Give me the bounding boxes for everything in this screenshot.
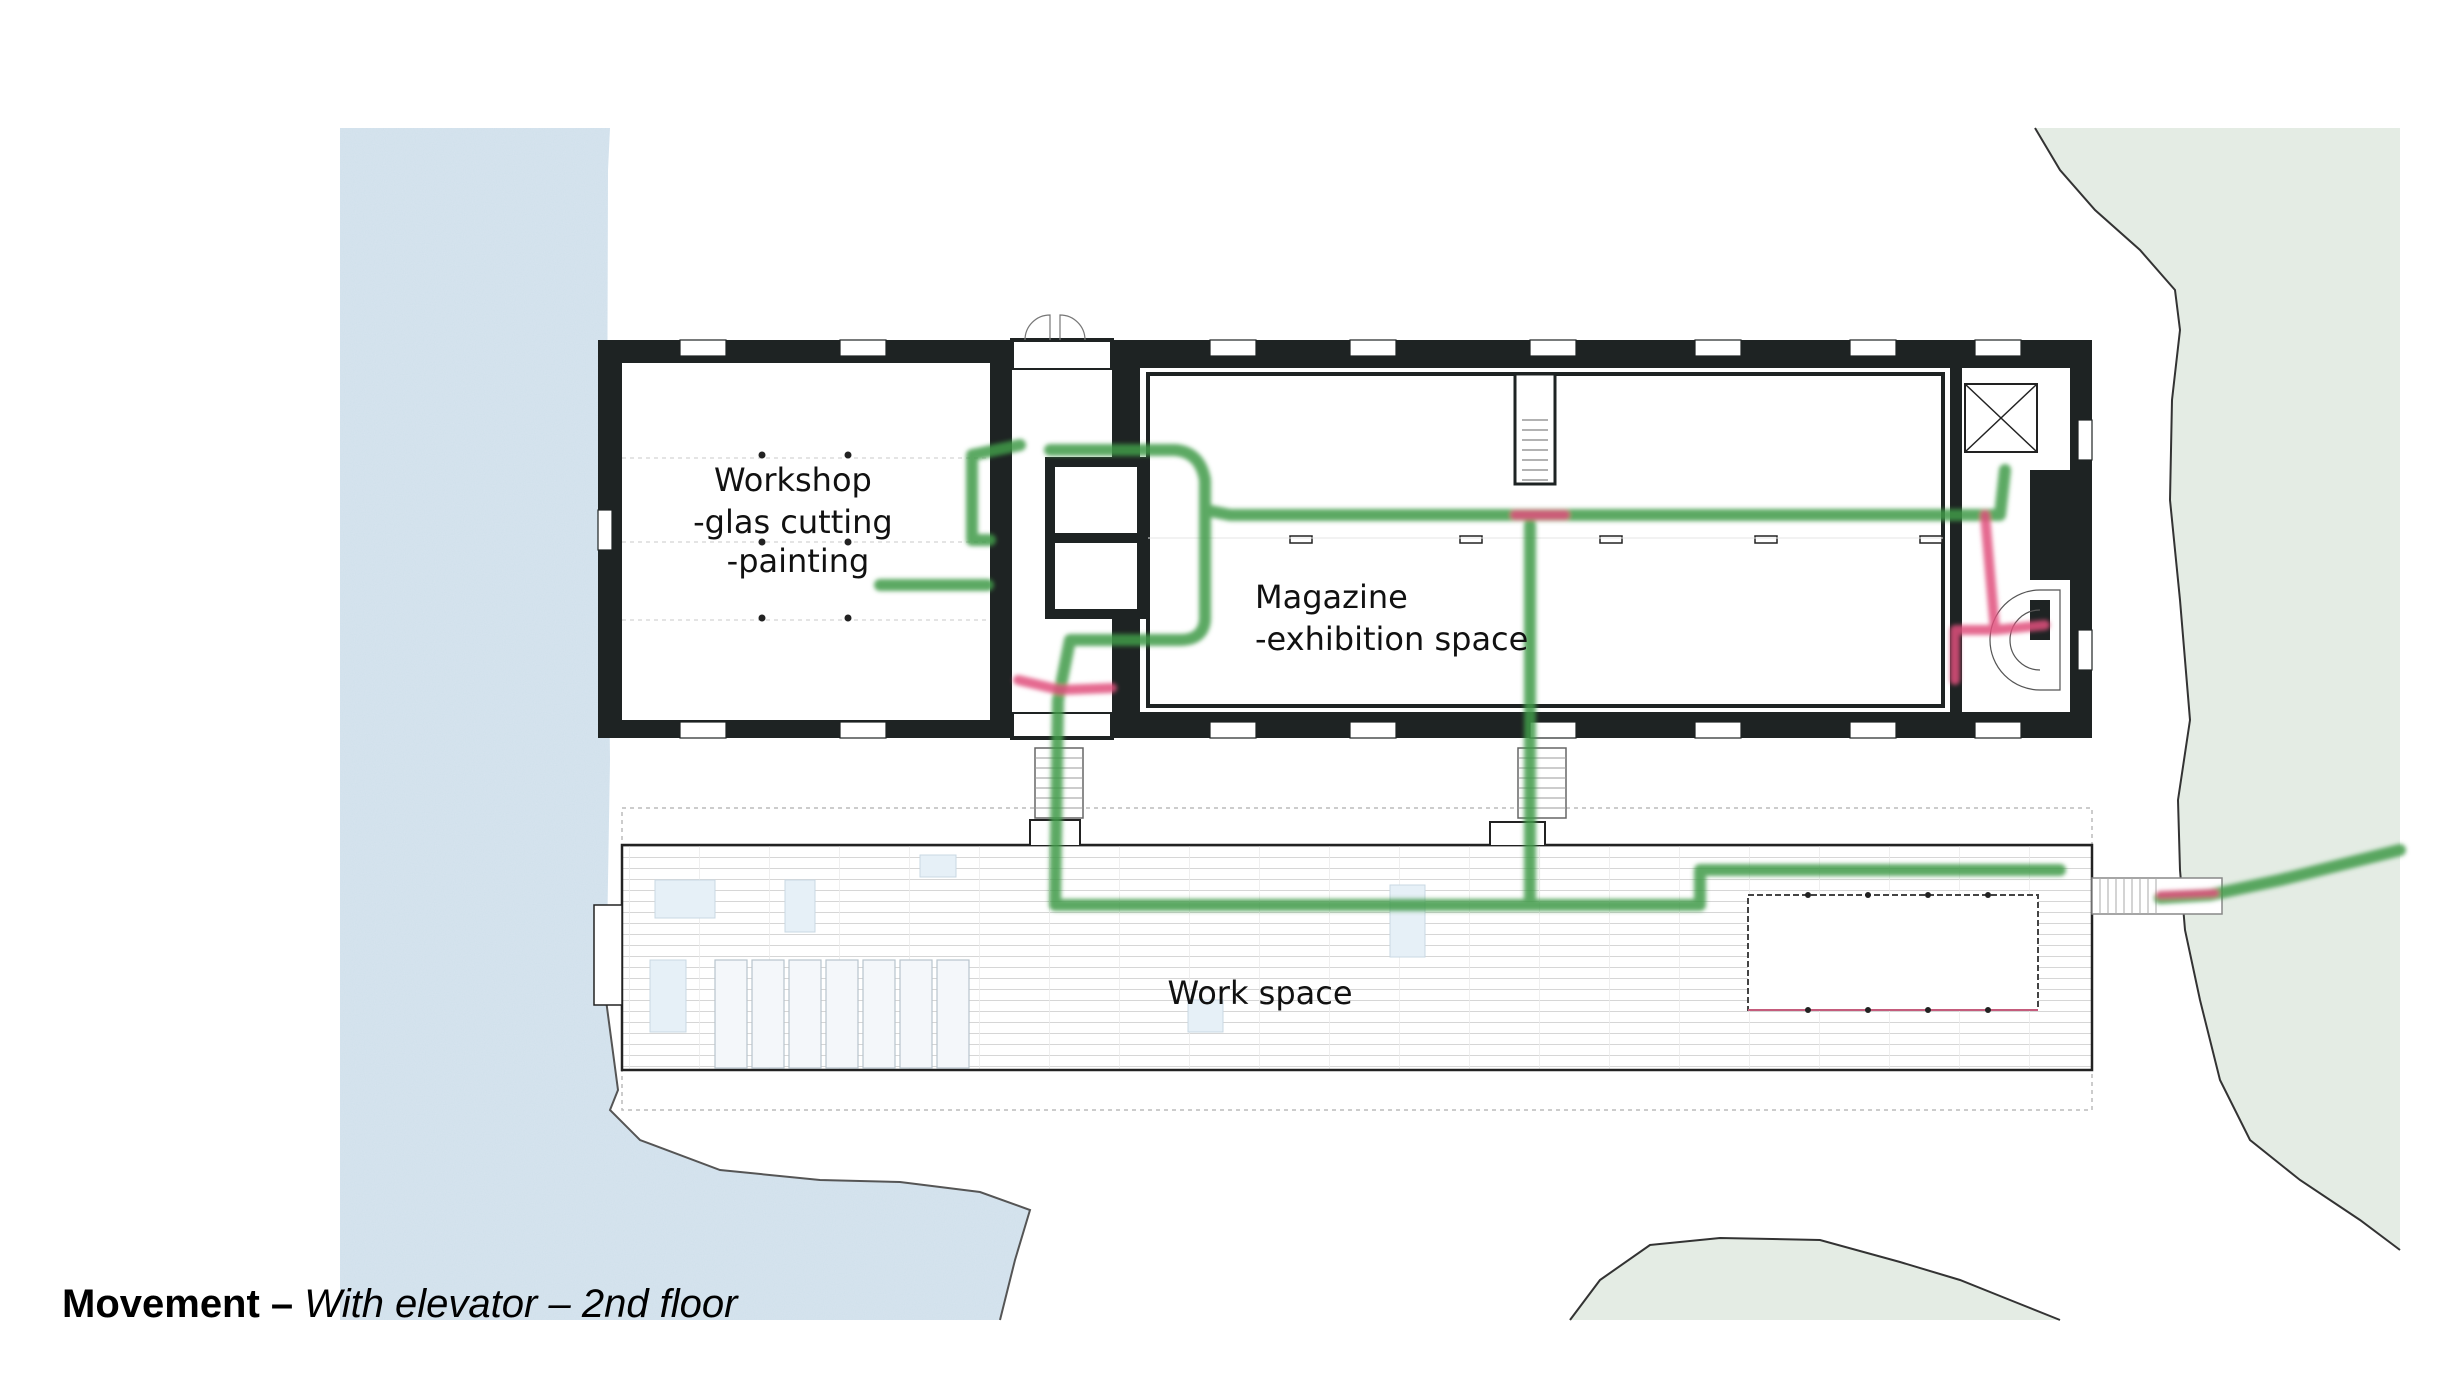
land-edge-bottom [1569, 1236, 2061, 1321]
table [649, 959, 687, 1033]
elevator-core [1045, 457, 1147, 619]
plan-caption: Movement – With elevator – 2nd floor [62, 1282, 738, 1327]
path-pink-1 [1510, 510, 2050, 685]
table [1389, 884, 1426, 958]
workbench-row [714, 959, 970, 1069]
land-edge-right [2034, 127, 2401, 1251]
movement-paths [874, 439, 2406, 911]
magazine-divider [1513, 372, 1557, 486]
table [1187, 999, 1224, 1033]
path-pink-2 [1013, 675, 1117, 695]
table [919, 854, 957, 878]
deck-notch-mid [1489, 821, 1546, 845]
magazine-label: Magazine -exhibition space [1255, 578, 1528, 658]
greenhouse-frame [1747, 892, 2039, 1013]
land-area-right [2035, 128, 2400, 1250]
path-pink-3 [2156, 889, 2219, 899]
workshop-grid [622, 457, 990, 621]
workshop-label: Workshop -glas cutting -painting [693, 461, 903, 580]
land-area-bottom [1570, 1238, 2060, 1320]
east-wall-inner-2 [2030, 600, 2050, 640]
shore-line [605, 999, 1032, 1321]
stair-hall-wall-top [1010, 338, 1114, 372]
bridge-steps [2099, 878, 2157, 914]
elevator-shaft-icon [1964, 383, 2038, 453]
east-wall-inner [2030, 470, 2070, 580]
caption-title: Movement – [62, 1282, 294, 1326]
workshop-columns [758, 451, 852, 622]
water-texture [340, 128, 1030, 1320]
magazine-columns [1289, 535, 1943, 544]
path-green [874, 439, 2406, 911]
work-space-label: Work space [1167, 974, 1352, 1012]
door-top [1024, 314, 1086, 341]
table [784, 879, 816, 933]
window-recesses [597, 339, 2093, 739]
table [654, 879, 716, 919]
caption-subtitle: With elevator – 2nd floor [293, 1282, 738, 1326]
deck-side-platform [593, 904, 623, 1006]
